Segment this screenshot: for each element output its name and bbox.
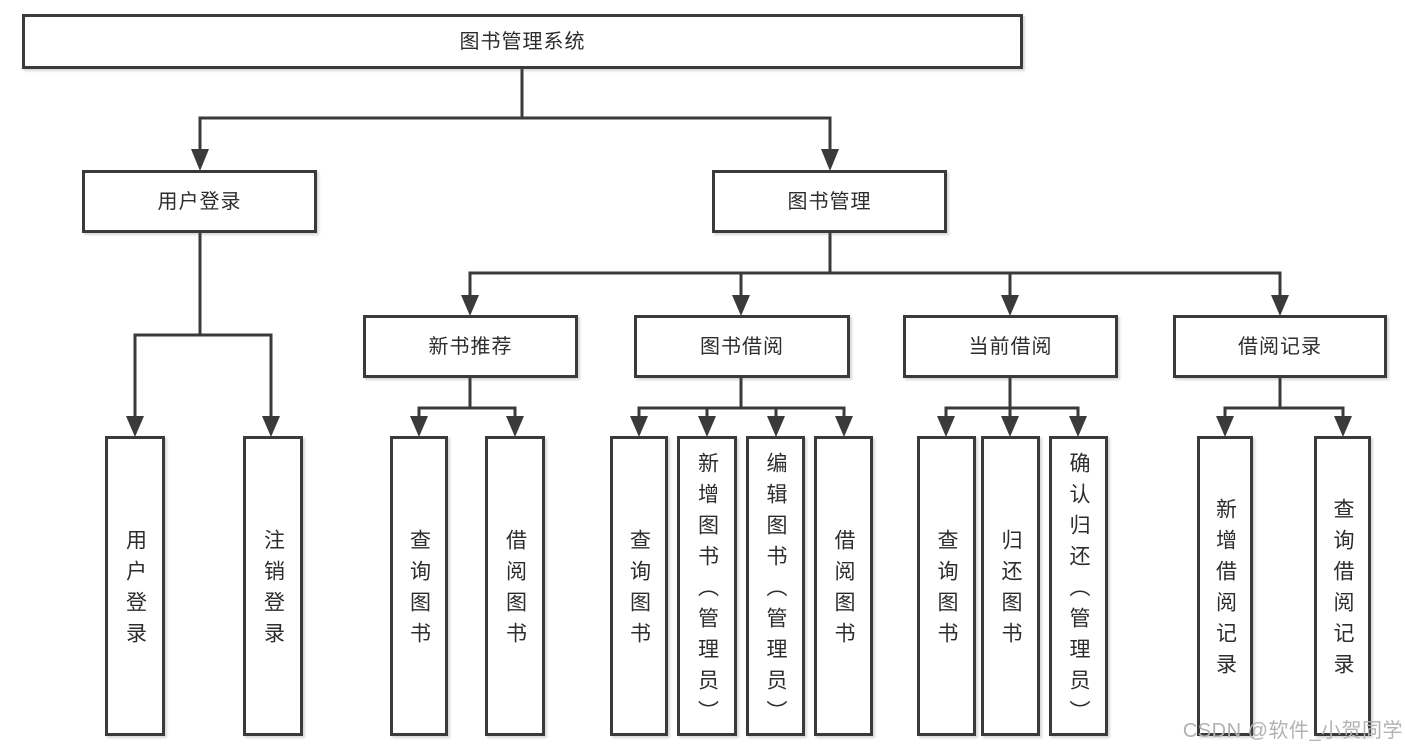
leaf-label: 查询图书 [935,529,958,653]
leaf-label: 编辑图书（管理员） [764,451,787,731]
node-new-book-recommend: 新书推荐 [363,315,578,378]
leaf-label: 查询图书 [407,529,431,653]
node-library-system-root: 图书管理系统 [22,14,1023,69]
leaf-borrow-books-recommend: 借阅图书 [485,436,545,736]
leaf-add-book-admin: 新增图书（管理员） [677,436,737,736]
leaf-label: 查询借阅记录 [1331,498,1354,684]
leaf-return-book: 归还图书 [981,436,1040,736]
arrowhead-icons [126,149,1352,437]
node-label: 图书借阅 [700,335,784,358]
leaf-label: 用户登录 [123,529,147,653]
watermark: CSDN @软件_小贺同学 [1182,720,1403,742]
node-current-borrow: 当前借阅 [903,315,1118,378]
leaf-label: 注销登录 [261,529,285,653]
node-book-borrow: 图书借阅 [634,315,850,378]
node-label: 图书管理系统 [459,30,586,53]
node-label: 图书管理 [787,190,872,213]
node-book-management: 图书管理 [712,170,947,233]
leaf-label: 新增借阅记录 [1213,498,1237,684]
leaf-user-login: 用户登录 [105,436,165,736]
leaf-label: 借阅图书 [832,529,855,653]
leaf-add-borrow-record: 新增借阅记录 [1197,436,1253,736]
leaf-query-books-borrow: 查询图书 [610,436,668,736]
node-borrow-records: 借阅记录 [1173,315,1387,378]
leaf-label: 查询图书 [627,529,651,653]
leaf-query-books-current: 查询图书 [917,436,976,736]
leaf-label: 借阅图书 [503,529,527,653]
leaf-confirm-return-admin: 确认归还（管理员） [1049,436,1108,736]
leaf-label: 新增图书（管理员） [695,451,719,731]
leaf-logout: 注销登录 [243,436,303,736]
node-label: 当前借阅 [968,335,1053,358]
leaf-label: 确认归还（管理员） [1067,451,1090,731]
leaf-borrow-books: 借阅图书 [814,436,873,736]
node-label: 用户登录 [157,190,242,213]
node-label: 新书推荐 [428,335,513,358]
leaf-query-borrow-record: 查询借阅记录 [1314,436,1371,736]
leaf-edit-book-admin: 编辑图书（管理员） [746,436,805,736]
leaf-label: 归还图书 [999,529,1022,653]
leaf-query-books-recommend: 查询图书 [390,436,448,736]
node-label: 借阅记录 [1238,335,1322,358]
node-user-login: 用户登录 [82,170,317,233]
